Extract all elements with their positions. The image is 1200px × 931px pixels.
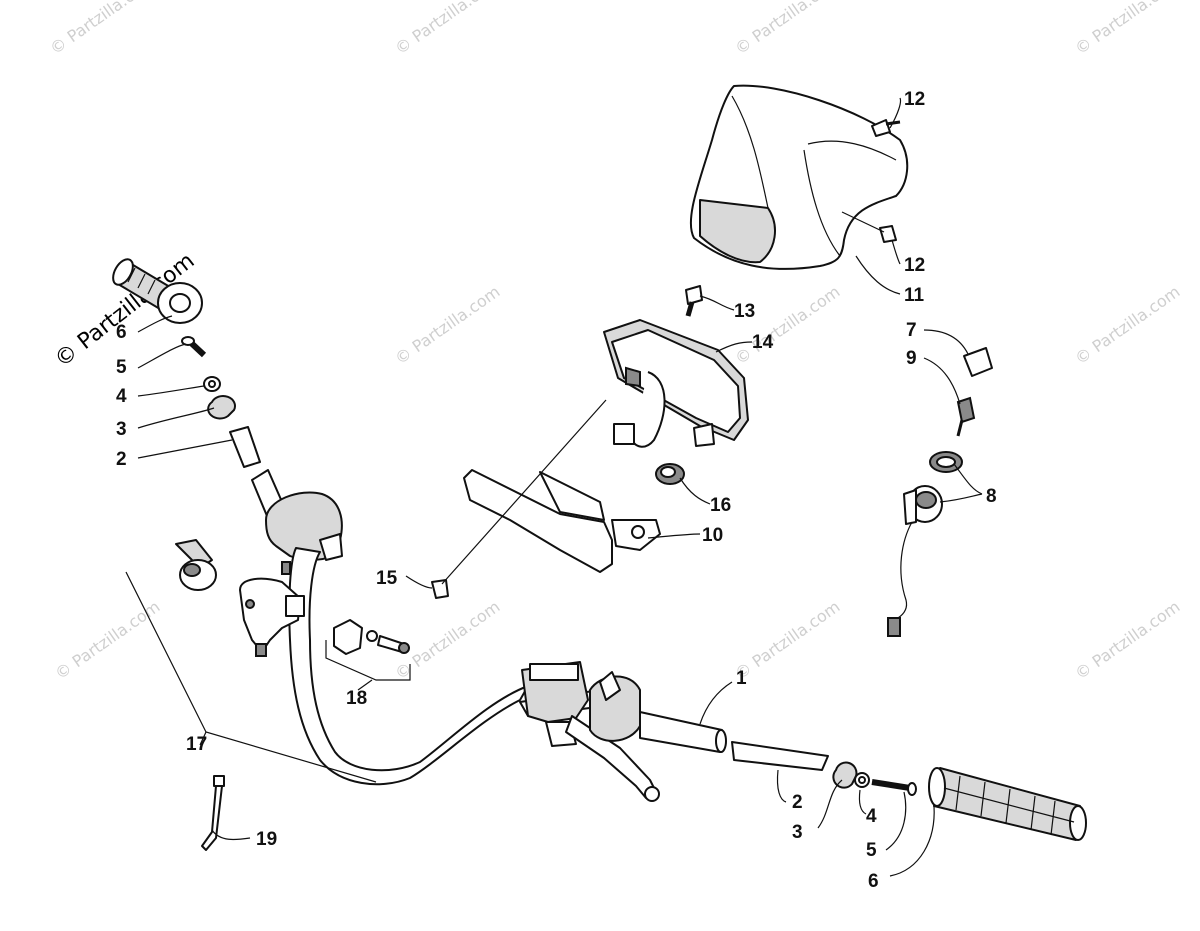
- callout-3-left: 3: [116, 419, 127, 440]
- callout-18: 18: [346, 688, 367, 709]
- right-weight: [731, 741, 829, 771]
- gauge-bolt: [685, 285, 703, 317]
- callout-15: 15: [376, 568, 398, 589]
- clip: [431, 579, 449, 599]
- leader-lines: [125, 97, 983, 877]
- ignition-nut: [929, 451, 963, 473]
- watermark: © Partzilla.com: [1071, 0, 1183, 58]
- left-bolt: [181, 336, 207, 358]
- master-cylinder: [521, 661, 660, 802]
- callout-4-right: 4: [866, 806, 877, 827]
- callout-5-right: 5: [866, 840, 877, 861]
- right-bushing: [832, 761, 858, 789]
- ignition-key: [956, 347, 993, 437]
- clamp: [333, 619, 410, 655]
- callout-12-bottom: 12: [904, 255, 925, 276]
- clip-to-gauge-line: [441, 399, 607, 585]
- screw: [871, 119, 901, 137]
- callout-9: 9: [906, 348, 917, 369]
- callout-6-right: 6: [868, 871, 879, 892]
- watermark: © Partzilla.com: [46, 0, 158, 58]
- callout-11: 11: [904, 285, 925, 306]
- ignition-switch: [887, 485, 943, 637]
- callout-6-left: 6: [116, 322, 127, 343]
- callout-labels: 6 5 4 3 2 17 18 19 15 1 2 3 4 5 6 13 14 …: [116, 89, 997, 892]
- callout-2-right: 2: [792, 792, 803, 813]
- left-grip: [112, 258, 203, 324]
- handlebar-pod-cover: [689, 84, 909, 270]
- watermark: © Partzilla.com: [391, 282, 503, 368]
- left-washer: [203, 376, 221, 392]
- speedometer: [603, 319, 749, 448]
- watermark: © Partzilla.com: [731, 0, 843, 58]
- watermark: © Partzilla.com: [731, 597, 843, 683]
- callout-12-top: 12: [904, 89, 925, 110]
- callout-10: 10: [702, 525, 723, 546]
- callout-3-right: 3: [792, 822, 803, 843]
- right-grip: [928, 767, 1087, 841]
- callout-5-left: 5: [116, 357, 127, 378]
- callout-13: 13: [734, 301, 755, 322]
- left-switch-housing: [251, 469, 343, 575]
- callout-1: 1: [736, 668, 747, 689]
- screw: [841, 211, 897, 243]
- grommet: [655, 463, 685, 485]
- left-bushing: [207, 395, 236, 420]
- watermark: © Partzilla.com: [731, 282, 843, 368]
- cable: [201, 775, 225, 851]
- mounting-bracket: [463, 469, 661, 573]
- watermark: © Partzilla.com: [51, 597, 163, 683]
- callout-17: 17: [186, 734, 207, 755]
- watermark: © Partzilla.com: [1071, 597, 1183, 683]
- callout-14: 14: [752, 332, 774, 353]
- callout-19: 19: [256, 829, 277, 850]
- right-washer: [854, 772, 870, 788]
- callout-8: 8: [986, 486, 997, 507]
- callout-4-left: 4: [116, 386, 127, 407]
- throttle-assembly: [175, 539, 305, 657]
- watermark: © Partzilla.com: [391, 0, 503, 58]
- right-bolt: [871, 779, 917, 796]
- callout-2-left: 2: [116, 449, 127, 470]
- callout-7: 7: [906, 320, 917, 341]
- watermark: © Partzilla.com: [1071, 282, 1183, 368]
- left-weight: [229, 426, 261, 468]
- callout-16: 16: [710, 495, 731, 516]
- watermark: © Partzilla.com: [391, 597, 503, 683]
- right-bar-end: [639, 711, 727, 753]
